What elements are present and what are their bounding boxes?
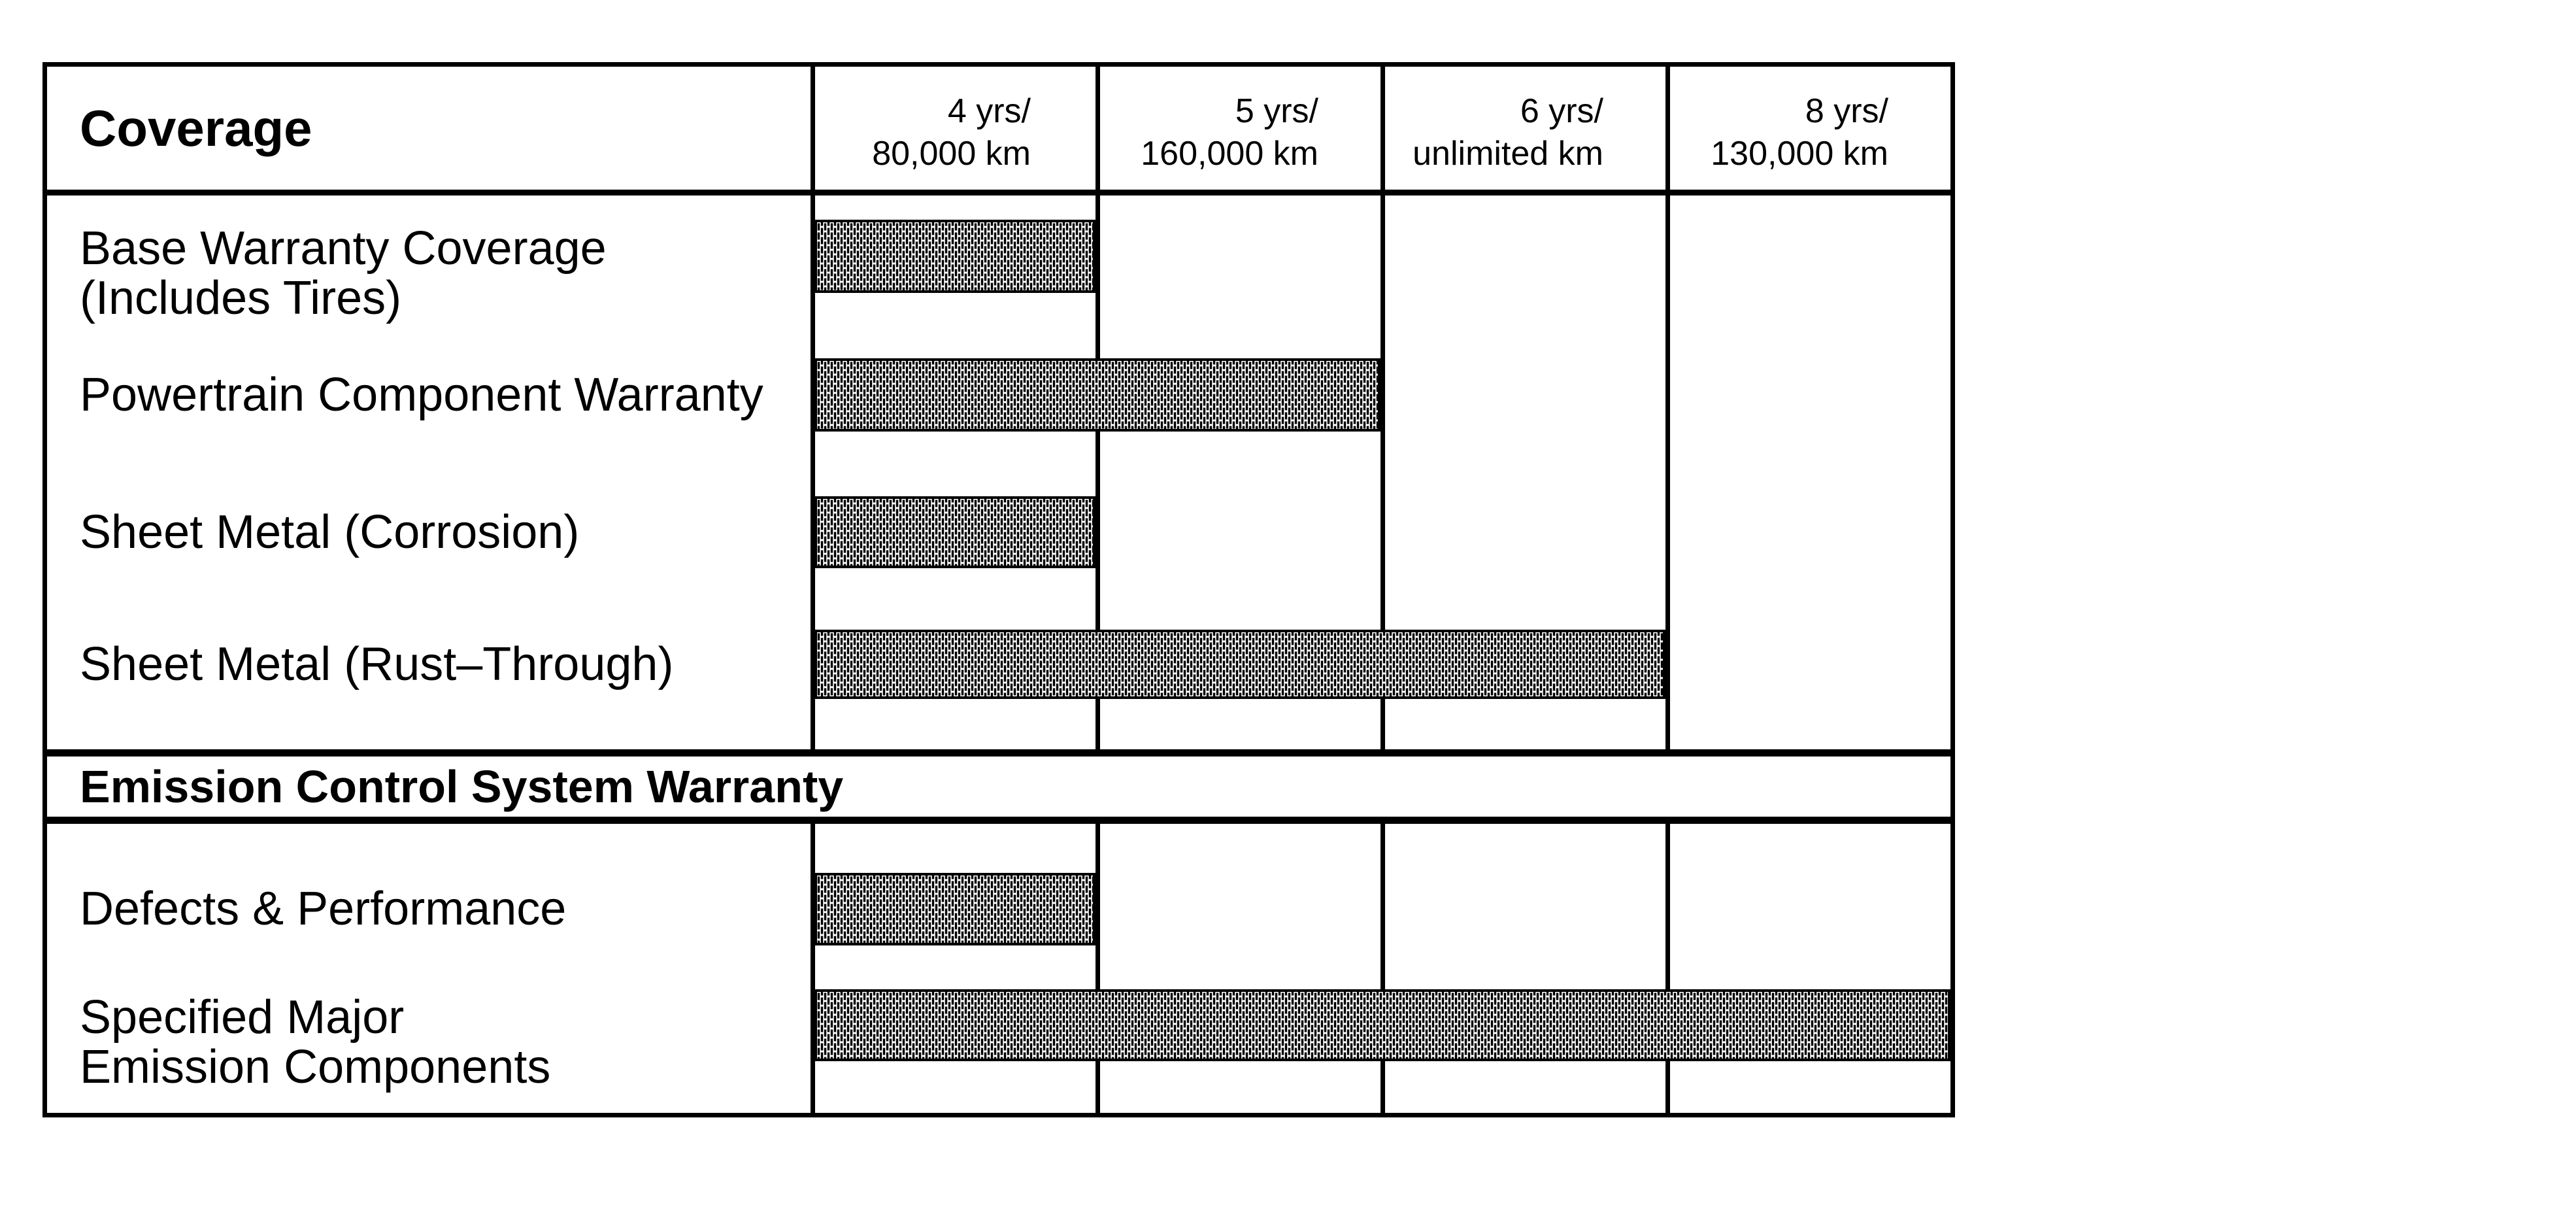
column-divider xyxy=(811,824,815,1113)
column-divider xyxy=(1665,824,1670,1113)
row-label-line: Powertrain Component Warranty xyxy=(80,368,763,421)
column-header-distance: unlimited km xyxy=(1413,135,1603,173)
row-label-line: Defects & Performance xyxy=(80,883,567,936)
column-header-distance: 160,000 km xyxy=(1141,135,1318,173)
column-divider xyxy=(1380,824,1385,1113)
column-header-6yrs: 6 yrs/ unlimited km xyxy=(1384,67,1665,190)
column-header-years: 8 yrs/ xyxy=(1805,92,1888,130)
coverage-bar xyxy=(814,989,1950,1061)
column-divider xyxy=(811,67,815,749)
row-label-line: Sheet Metal (Rust–Through) xyxy=(80,638,674,690)
column-divider xyxy=(1380,67,1385,749)
row-label-line: Specified Major xyxy=(80,991,405,1044)
row-label-line: Sheet Metal (Corrosion) xyxy=(80,505,580,558)
row-label: Sheet Metal (Corrosion) xyxy=(47,496,811,568)
row-label-line: Emission Components xyxy=(80,1041,551,1093)
coverage-bar xyxy=(814,220,1096,293)
warranty-coverage-table: Coverage 4 yrs/ 80,000 km 5 yrs/ 160,000… xyxy=(42,62,1955,1117)
table-body: Coverage 4 yrs/ 80,000 km 5 yrs/ 160,000… xyxy=(47,67,1950,1113)
table-row-powertrain: Powertrain Component Warranty xyxy=(47,358,1950,432)
table-row-sheet-metal-corrosion: Sheet Metal (Corrosion) xyxy=(47,496,1950,568)
row-label: Powertrain Component Warranty xyxy=(47,358,811,432)
row-label-line: Base Warranty Coverage xyxy=(80,222,607,275)
header-divider-line xyxy=(47,190,1950,196)
table-row-sheet-metal-rust-through: Sheet Metal (Rust–Through) xyxy=(47,630,1950,699)
row-label: Base Warranty Coverage (Includes Tires) xyxy=(47,223,811,323)
column-header-4yrs: 4 yrs/ 80,000 km xyxy=(814,67,1093,190)
coverage-bar xyxy=(814,496,1096,568)
column-divider xyxy=(1096,824,1100,1113)
column-header-years: 5 yrs/ xyxy=(1235,92,1318,130)
section-header-emission-control: Emission Control System Warranty xyxy=(47,749,1950,824)
column-header-5yrs: 5 yrs/ 160,000 km xyxy=(1099,67,1380,190)
column-header-8yrs: 8 yrs/ 130,000 km xyxy=(1669,67,1950,190)
column-header-distance: 80,000 km xyxy=(872,135,1031,173)
coverage-bar xyxy=(814,630,1665,699)
column-header-years: 6 yrs/ xyxy=(1520,92,1603,130)
column-header-distance: 130,000 km xyxy=(1711,135,1888,173)
table-row-base-warranty: Base Warranty Coverage (Includes Tires) xyxy=(47,220,1950,323)
column-header-years: 4 yrs/ xyxy=(947,92,1031,130)
coverage-column-header: Coverage xyxy=(80,99,312,157)
table-row-specified-major-emission: Specified Major Emission Components xyxy=(47,989,1950,1092)
coverage-bar xyxy=(814,358,1380,432)
row-label: Sheet Metal (Rust–Through) xyxy=(47,630,811,699)
table-row-defects-performance: Defects & Performance xyxy=(47,873,1950,945)
row-label: Specified Major Emission Components xyxy=(47,992,811,1092)
row-label: Defects & Performance xyxy=(47,873,811,945)
column-divider xyxy=(1665,67,1670,749)
row-label-line: (Includes Tires) xyxy=(80,272,402,324)
coverage-bar xyxy=(814,873,1096,945)
